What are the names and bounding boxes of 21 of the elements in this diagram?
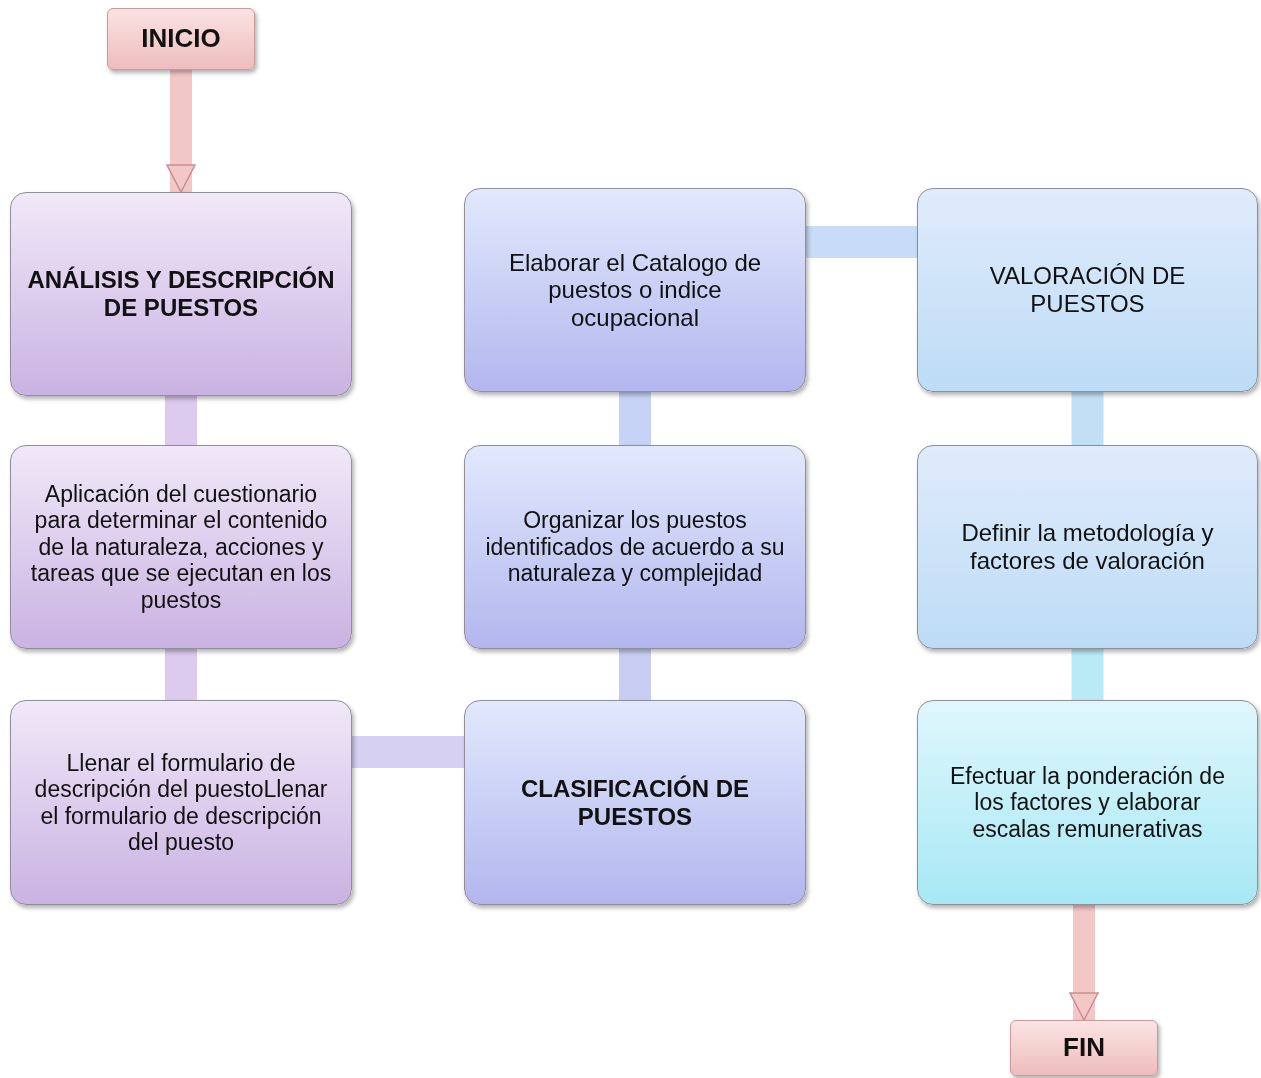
block-arrow <box>166 70 196 193</box>
process-box: VALORACIÓN DE PUESTOS <box>917 188 1258 392</box>
block-arrow <box>1069 905 1099 1021</box>
connector-bar <box>1071 392 1104 445</box>
connector-bar <box>619 392 651 445</box>
process-box: ANÁLISIS Y DESCRIPCIÓN DE PUESTOS <box>10 192 352 396</box>
process-box: Efectuar la ponderación de los factores y elaborar escalas remunerativas <box>917 700 1258 905</box>
process-box: Organizar los puestos identificados de acuerdo a su naturaleza y complejidad <box>464 445 806 649</box>
process-box: Aplicación del cuestionario para determinar el contenido de la naturaleza, acciones y tareas que se ejecutan en los puestos <box>10 445 352 649</box>
process-box: Elaborar el Catalogo de puestos o indice ocupacional <box>464 188 806 392</box>
connector-bar <box>352 736 464 768</box>
process-box: CLASIFICACIÓN DE PUESTOS <box>464 700 806 905</box>
process-box: Llenar el formulario de descripción del puestoLlenar el formulario de descripción del puesto <box>10 700 352 905</box>
connector-bar <box>165 649 197 700</box>
connector-bar <box>806 226 917 258</box>
connector-bar <box>619 649 651 700</box>
process-box: INICIO <box>107 8 255 70</box>
connector-bar <box>1071 649 1104 700</box>
connector-bar <box>165 396 197 445</box>
process-box: FIN <box>1010 1020 1158 1076</box>
process-box: Definir la metodología y factores de valoración <box>917 445 1258 649</box>
